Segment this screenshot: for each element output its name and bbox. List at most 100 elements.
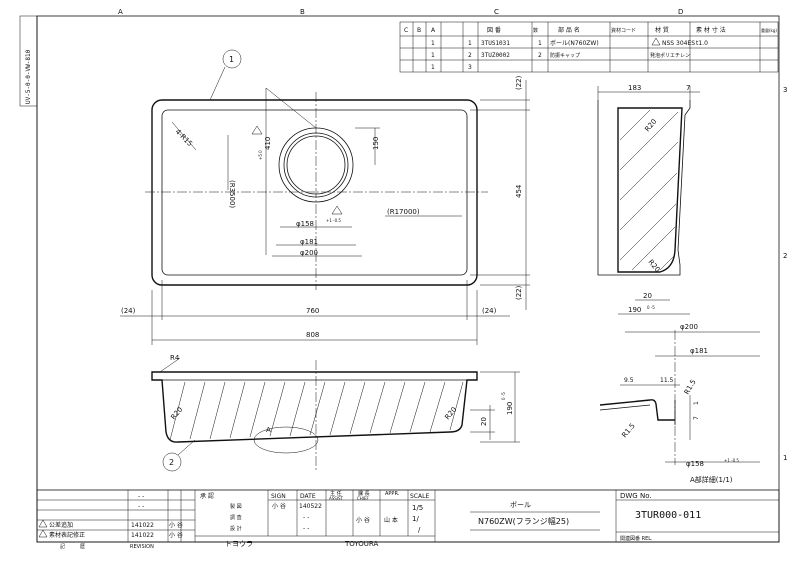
svg-text:- -: - - (138, 493, 144, 500)
svg-text:公差追加: 公差追加 (49, 521, 73, 529)
svg-text:140522: 140522 (299, 503, 322, 510)
side-section-outline (617, 107, 683, 273)
svg-text:ボール(N760ZW): ボール(N760ZW) (550, 39, 599, 47)
detail-a-view: φ200 φ181 9.5 11.5 R1.5 R1.5 1 7 φ158 +1… (599, 323, 760, 484)
svg-text:3: 3 (468, 64, 472, 71)
svg-text:歴: 歴 (80, 544, 85, 550)
svg-text:ボール: ボール (510, 501, 531, 509)
svg-text:1: 1 (538, 40, 542, 47)
svg-text:R20: R20 (169, 406, 184, 422)
side-hatch (619, 109, 679, 271)
svg-text:+5 0: +5 0 (258, 150, 263, 160)
svg-text:141022: 141022 (131, 522, 154, 529)
side-label-box (19, 15, 38, 107)
svg-text:小 谷: 小 谷 (272, 502, 286, 510)
svg-text:183: 183 (628, 84, 641, 92)
svg-text:20: 20 (480, 417, 488, 426)
svg-text:SIGN: SIGN (271, 493, 286, 500)
svg-text:C: C (404, 27, 408, 34)
svg-text:A: A (266, 426, 271, 434)
svg-text:0 -5: 0 -5 (647, 305, 655, 310)
parts-table: C B A 図 番 数 部 品 名 資材コード 材 質 素 材 寸 法 重量(k… (399, 21, 779, 73)
svg-text:TOYOURA: TOYOURA (344, 540, 379, 548)
svg-text:材 質: 材 質 (655, 26, 669, 34)
svg-text:REVISION: REVISION (130, 544, 154, 550)
svg-text:190: 190 (506, 402, 514, 415)
svg-text:1/5: 1/5 (412, 504, 423, 512)
svg-text:素 材 寸 法: 素 材 寸 法 (696, 26, 726, 34)
svg-text:φ181: φ181 (300, 238, 318, 246)
svg-text:小 谷: 小 谷 (169, 531, 183, 539)
grid-labels: A B C D 3 2 1 (118, 8, 787, 462)
grid-col-c: C (494, 8, 499, 16)
svg-text:製 図: 製 図 (230, 503, 242, 510)
svg-text:DWG No.: DWG No. (620, 492, 652, 500)
svg-text:課 長: 課 長 (358, 490, 370, 497)
top-view: 150 410 +5 0 φ158 +1 -0.5 φ181 φ200 (R35… (120, 49, 530, 345)
svg-text:9.5: 9.5 (624, 377, 634, 384)
svg-text:R4: R4 (170, 354, 180, 362)
svg-text:R1.5: R1.5 (620, 422, 636, 439)
svg-text:φ181: φ181 (690, 347, 708, 355)
grid-row-3: 3 (783, 86, 787, 94)
svg-text:R20: R20 (643, 118, 658, 134)
svg-text:1/: 1/ (412, 515, 419, 523)
bowl-outer-outline (151, 99, 478, 286)
svg-text:資材コード: 資材コード (611, 27, 636, 34)
sheet-border (36, 15, 780, 543)
grid-col-b: B (300, 8, 305, 16)
svg-text:φ158: φ158 (296, 220, 314, 228)
svg-text:N760ZW(フランジ幅25): N760ZW(フランジ幅25) (478, 516, 569, 526)
svg-text:3TUZ0002: 3TUZ0002 (481, 52, 510, 59)
drain-mid-circle (283, 132, 349, 198)
svg-text:0 -5: 0 -5 (501, 392, 506, 400)
svg-text:φ200: φ200 (680, 323, 698, 331)
svg-text:重量(kg): 重量(kg) (761, 27, 777, 33)
svg-text:B: B (417, 27, 421, 34)
svg-text:φ158: φ158 (686, 460, 704, 468)
svg-text:760: 760 (306, 307, 319, 315)
svg-text:CHIEF: CHIEF (357, 496, 370, 501)
svg-text:NSS 304ES: NSS 304ES (662, 40, 695, 47)
balloon-1 (222, 49, 242, 69)
svg-text:(R17000): (R17000) (387, 208, 420, 216)
svg-text:11.5: 11.5 (660, 377, 674, 384)
svg-text:1: 1 (431, 40, 435, 47)
bowl-inner-outline (161, 109, 468, 276)
svg-text:防振キャップ: 防振キャップ (550, 52, 580, 59)
svg-text:A: A (431, 27, 436, 34)
svg-text:1: 1 (229, 55, 234, 64)
section-view: A R4 R20 R20 20 190 0 -5 2 (151, 354, 520, 472)
svg-text:(22): (22) (515, 285, 523, 300)
side-view: 183 7 R20 R20 20 190 0 -5 (597, 84, 700, 315)
svg-text:410: 410 (264, 137, 272, 150)
bowl-section-outline (151, 371, 478, 443)
svg-text:関連図番 REL.: 関連図番 REL. (620, 535, 653, 542)
svg-text:発泡ポリエチレン: 発泡ポリエチレン (650, 52, 690, 59)
svg-text:小 谷: 小 谷 (356, 516, 370, 524)
title-block: - - - - 公差追加 141022 小 谷 素材表記修正 141022 小 … (36, 489, 780, 550)
svg-text:454: 454 (515, 184, 523, 198)
svg-text:- -: - - (303, 514, 309, 521)
svg-text:+1 -0.5: +1 -0.5 (724, 458, 739, 463)
grid-col-d: D (678, 8, 683, 16)
svg-text:1: 1 (431, 52, 435, 59)
svg-text:素材表記修正: 素材表記修正 (49, 531, 85, 539)
svg-text:3TUS1031: 3TUS1031 (481, 40, 510, 47)
svg-text:(22): (22) (515, 75, 523, 90)
svg-text:記: 記 (60, 543, 65, 550)
svg-text:承 認: 承 認 (200, 492, 214, 500)
svg-text:1: 1 (468, 40, 472, 47)
svg-text:2: 2 (538, 52, 542, 59)
svg-text:- -: - - (303, 525, 309, 532)
svg-text:小 谷: 小 谷 (169, 521, 183, 529)
side-outline (597, 100, 691, 276)
svg-text:(R3500): (R3500) (228, 180, 236, 208)
svg-text:t1.0: t1.0 (696, 40, 708, 47)
svg-text:7: 7 (686, 84, 690, 92)
svg-text:DATE: DATE (300, 493, 316, 500)
svg-text:SCALE: SCALE (410, 493, 429, 500)
grid-row-1: 1 (783, 454, 787, 462)
svg-text:APPR.: APPR. (385, 491, 400, 497)
svg-text:トヨウラ: トヨウラ (225, 540, 253, 548)
